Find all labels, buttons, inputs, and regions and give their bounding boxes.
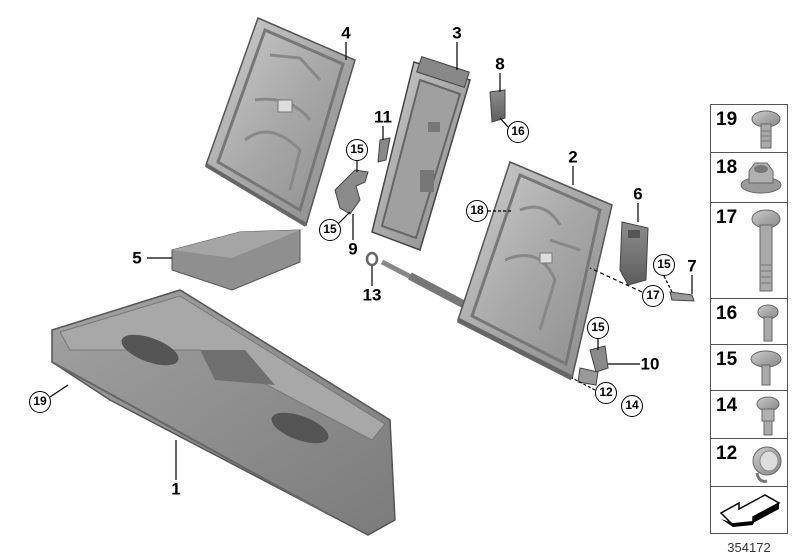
callout-19-circled[interactable]: 19 [29, 391, 51, 413]
callout-7[interactable]: 7 [687, 256, 697, 276]
part-4-left-backrest-frame[interactable] [204, 16, 356, 227]
legend-number: 15 [716, 349, 738, 370]
legend-item-14[interactable]: 14 [710, 390, 788, 438]
direction-arrow-icon [719, 494, 781, 527]
part-5-center-cover[interactable] [171, 229, 301, 291]
pan-head-screw-icon [751, 110, 781, 149]
part-9-hinge-bracket[interactable] [334, 169, 369, 215]
callout-15-circled[interactable]: 15 [346, 139, 368, 161]
callout-10[interactable]: 10 [640, 354, 660, 374]
callout-4[interactable]: 4 [341, 23, 351, 43]
callout-15-circled[interactable]: 15 [319, 219, 341, 241]
callout-3[interactable]: 3 [452, 23, 462, 43]
legend-number: 16 [716, 303, 738, 324]
legend-item-16[interactable]: 16 [710, 298, 788, 344]
callout-5[interactable]: 5 [132, 248, 142, 268]
part-8-lock-bracket[interactable] [489, 89, 506, 123]
callout-9[interactable]: 9 [348, 239, 358, 259]
callout-11[interactable]: 11 [374, 107, 392, 127]
part-13-bushing-ring[interactable] [365, 251, 379, 267]
washer-head-screw-icon [750, 350, 782, 386]
part-11-clip[interactable] [377, 137, 391, 163]
part-10-lower-hinge-bracket[interactable] [577, 345, 609, 386]
part-2-right-backrest-frame[interactable] [456, 160, 613, 381]
torx-screw-icon [757, 304, 779, 342]
callout-15-circled[interactable]: 15 [653, 254, 675, 276]
legend-item-12[interactable]: 12 [710, 438, 788, 486]
callout-17-circled[interactable]: 17 [642, 285, 664, 307]
shoulder-bolt-icon [756, 396, 780, 436]
callout-13[interactable]: 13 [362, 285, 382, 305]
legend-item-18[interactable]: 18 [710, 152, 788, 202]
callout-8[interactable]: 8 [495, 54, 505, 74]
callout-2[interactable]: 2 [568, 147, 578, 167]
callout-14-circled[interactable]: 14 [621, 395, 643, 417]
part-6-latch-bracket[interactable] [619, 221, 649, 286]
legend-number: 18 [716, 157, 738, 178]
callout-12-circled[interactable]: 12 [595, 382, 617, 404]
leader-lines [49, 42, 693, 480]
callout-1[interactable]: 1 [171, 479, 181, 499]
part-7-small-bracket[interactable] [669, 291, 695, 302]
callout-18-circled[interactable]: 18 [466, 200, 488, 222]
callout-6[interactable]: 6 [633, 184, 643, 204]
legend-item-19[interactable]: 19 [710, 104, 788, 152]
legend-item-direction[interactable] [710, 486, 788, 534]
flange-nut-icon [740, 162, 782, 194]
callout-16-circled[interactable]: 16 [507, 121, 529, 143]
legend-number: 17 [716, 207, 738, 228]
pivot-rod [380, 259, 467, 309]
fastener-legend: 19 18 17 16 15 [710, 104, 788, 534]
part-3-center-backrest-frame[interactable] [371, 56, 471, 251]
callout-15-circled[interactable]: 15 [587, 317, 609, 339]
legend-number: 19 [716, 109, 738, 130]
legend-item-17[interactable]: 17 [710, 202, 788, 298]
document-id: 354172 [727, 540, 771, 555]
long-bolt-icon [751, 209, 781, 292]
legend-number: 12 [716, 443, 738, 464]
part-1-seat-base-pan[interactable] [51, 289, 396, 536]
legend-number: 14 [716, 395, 738, 416]
bushing-clip-icon [752, 446, 782, 483]
legend-item-15[interactable]: 15 [710, 344, 788, 390]
